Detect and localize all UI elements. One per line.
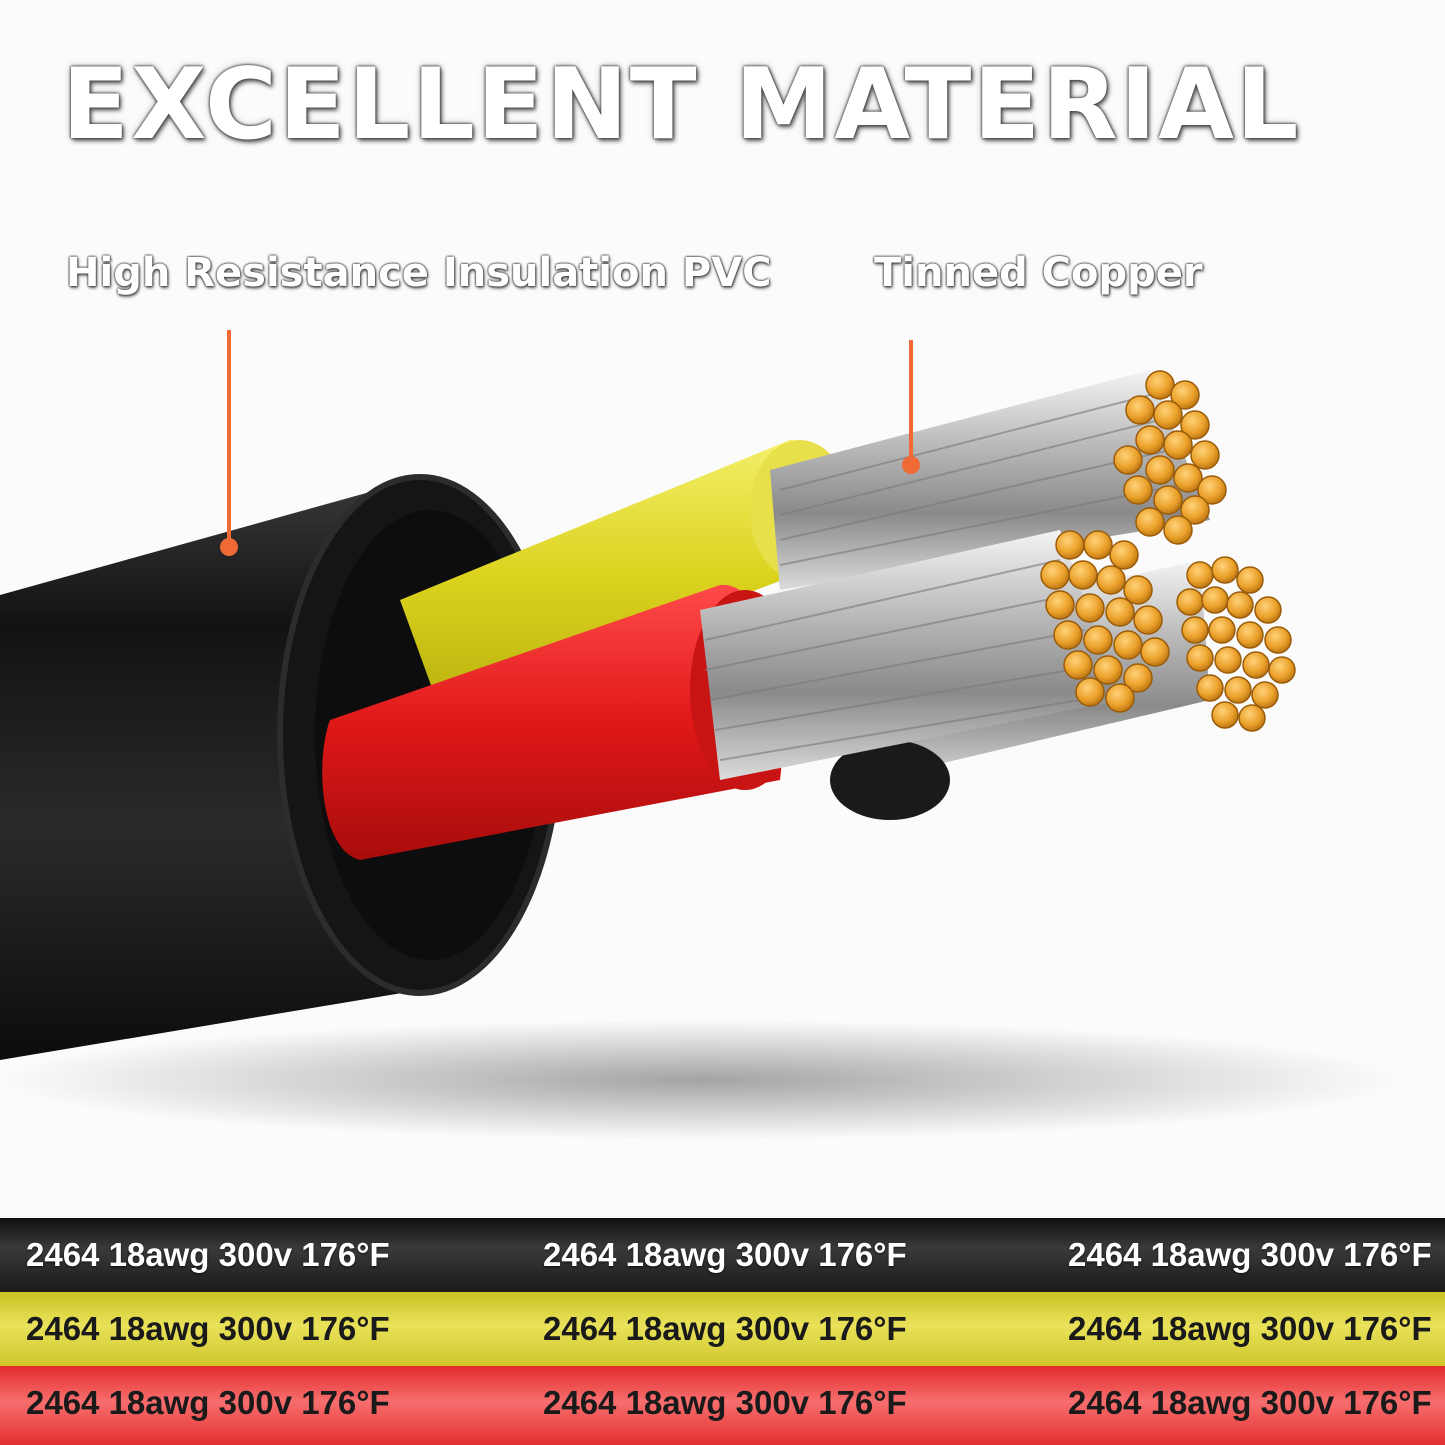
upper-copper-strand-ends: [1113, 370, 1227, 545]
cable-print-text: 2464 18awg 300v 176°F: [26, 1310, 390, 1347]
lower-conductor-strands: [700, 530, 1120, 780]
copper-leader-dot: [902, 456, 920, 474]
cable-print-text: 2464 18awg 300v 176°F: [1068, 1310, 1432, 1347]
insulation-leader-dot: [220, 538, 238, 556]
cable-print-text: 2464 18awg 300v 176°F: [543, 1236, 907, 1273]
insulation-callout-label: High Resistance Insulation PVC: [66, 250, 772, 296]
cable-print-text: 2464 18awg 300v 176°F: [543, 1384, 907, 1421]
third-copper-strand-ends: [1176, 556, 1296, 732]
insulation-leader-line: [227, 330, 231, 545]
cable-print-text: 2464 18awg 300v 176°F: [543, 1310, 907, 1347]
cable-print-text: 2464 18awg 300v 176°F: [1068, 1236, 1432, 1273]
copper-leader-line: [909, 340, 913, 465]
copper-callout-label: Tinned Copper: [874, 250, 1203, 296]
headline: EXCELLENT MATERIAL: [62, 48, 1301, 162]
cable-print-text: 2464 18awg 300v 176°F: [26, 1236, 390, 1273]
cable-shadow: [0, 1020, 1400, 1140]
cable-print-text: 2464 18awg 300v 176°F: [26, 1384, 390, 1421]
red-cable-print-strip: 2464 18awg 300v 176°F 2464 18awg 300v 17…: [0, 1366, 1445, 1445]
yellow-wire: [400, 440, 838, 710]
red-wire: [322, 584, 783, 860]
yellow-cable-print-strip: 2464 18awg 300v 176°F 2464 18awg 300v 17…: [0, 1292, 1445, 1366]
lower-copper-strand-ends: [1040, 530, 1170, 713]
black-cable-print-strip: 2464 18awg 300v 176°F 2464 18awg 300v 17…: [0, 1218, 1445, 1292]
cable-cross-section-illustration: [0, 370, 1400, 1140]
cable-print-text: 2464 18awg 300v 176°F: [1068, 1384, 1432, 1421]
